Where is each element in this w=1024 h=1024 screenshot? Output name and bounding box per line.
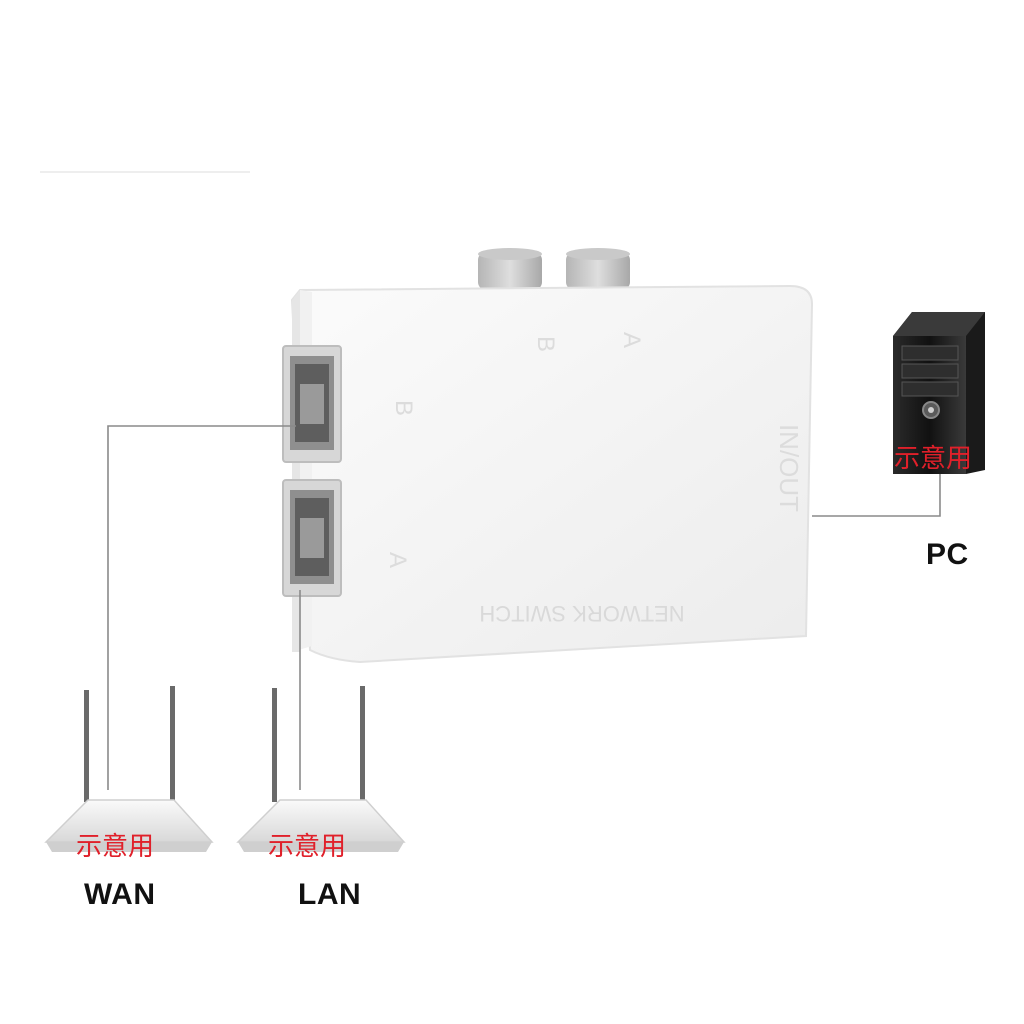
switch-knob-a[interactable]: [566, 248, 630, 290]
knob-b-label: B: [532, 336, 559, 352]
pc-note: 示意用: [894, 444, 973, 474]
port-a-label: A: [384, 552, 411, 568]
lan-router-icon: [236, 686, 406, 852]
pc-label: PC: [926, 538, 969, 571]
pc-tower-icon: [893, 312, 985, 474]
wan-cable: [107, 425, 296, 790]
rj45-port-b[interactable]: [282, 345, 342, 463]
rj45-port-a[interactable]: [282, 479, 342, 597]
switch-knob-b[interactable]: [478, 248, 542, 290]
cables: [107, 425, 941, 790]
port-b-label: B: [390, 400, 417, 416]
lan-router-note: 示意用: [268, 832, 347, 862]
brand-label: NETWORK SWITCH: [479, 601, 684, 626]
inout-label: IN/OUT: [774, 424, 804, 512]
wan-label: WAN: [84, 878, 156, 911]
wan-router-note: 示意用: [76, 832, 155, 862]
wan-router-icon: [44, 686, 214, 852]
pc-cable: [812, 474, 941, 517]
lan-label: LAN: [298, 878, 362, 911]
knob-a-label: A: [618, 332, 645, 348]
